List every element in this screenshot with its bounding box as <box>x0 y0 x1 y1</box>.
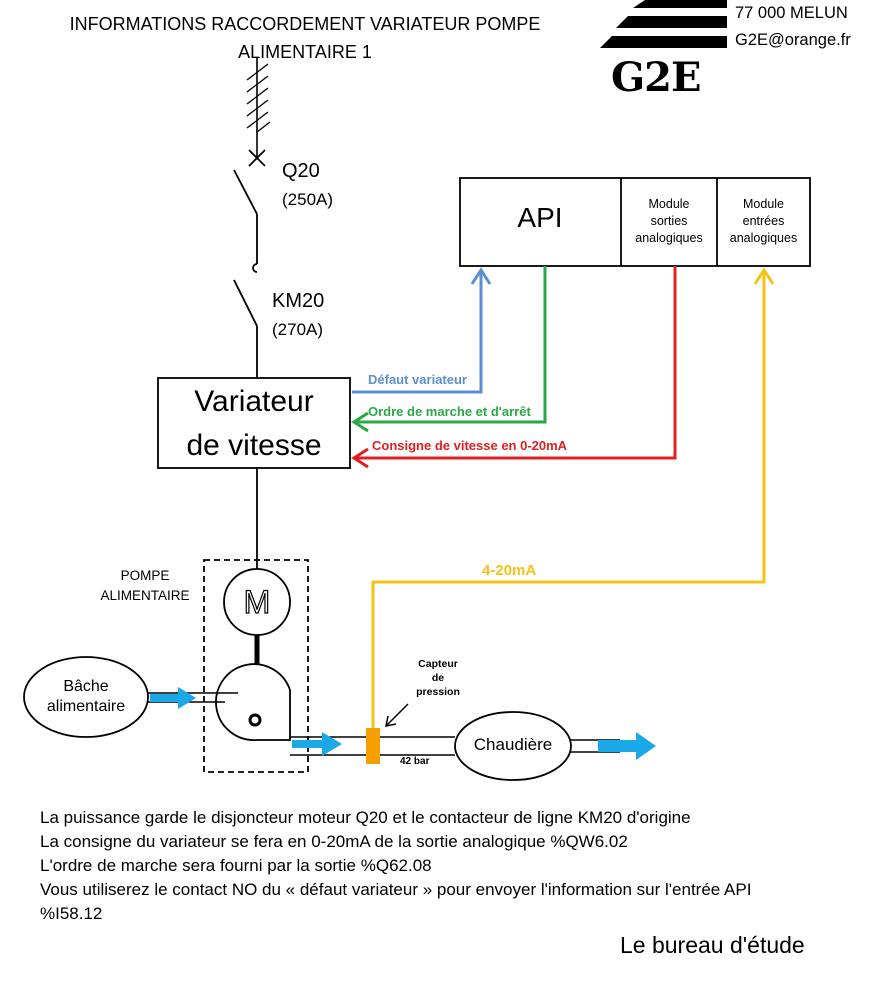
sensor-label: Capteur de pression <box>406 657 470 699</box>
vfd-line-2: de vitesse <box>186 429 322 462</box>
company-email: G2E@orange.fr <box>735 31 851 49</box>
vfd-label: Variateur de vitesse <box>158 380 350 468</box>
pump-label: POMPE ALIMENTAIRE <box>90 566 200 606</box>
q20-breaker-symbol <box>233 149 266 264</box>
signature: Le bureau d'étude <box>620 932 805 958</box>
sensor-signal-label: 4-20mA <box>482 562 537 579</box>
note-line: L'ordre de marche sera fourni par la sor… <box>40 856 432 875</box>
speed-signal-label: Consigne de vitesse en 0-20mA <box>372 438 568 453</box>
boiler-label: Chaudière <box>473 735 553 754</box>
module-out-line: Module <box>648 197 690 211</box>
note-line: %I58.12 <box>40 904 103 923</box>
api-label: API <box>517 202 563 233</box>
pump-label-line: ALIMENTAIRE <box>100 588 190 603</box>
sensor-label-line: pression <box>416 686 460 698</box>
pump-volute <box>215 663 291 741</box>
q20-label: Q20 <box>282 160 320 182</box>
company-address: 77 000 MELUN <box>735 4 848 22</box>
sensor-label-line: de <box>431 672 445 684</box>
sensor-pointer-arrow <box>385 703 409 727</box>
note-line: La puissance garde le disjoncteur moteur… <box>40 808 691 827</box>
km20-label: KM20 <box>272 290 325 312</box>
g2e-logo-icon <box>600 0 727 48</box>
module-in-line: analogiques <box>729 231 798 245</box>
company-contact: 77 000 MELUN G2E@orange.fr <box>735 0 851 54</box>
tank-label-line: Bâche <box>63 678 109 695</box>
boiler-ellipse <box>454 711 572 781</box>
km20-contactor-symbol <box>233 263 258 378</box>
km20-rating: (270A) <box>272 320 324 339</box>
tank-label-line: alimentaire <box>46 698 126 715</box>
sensor-label-line: Capteur <box>418 658 458 670</box>
note-line: Vous utiliserez le contact NO du « défau… <box>40 880 752 899</box>
title-line-2: ALIMENTAIRE 1 <box>238 42 372 62</box>
module-in-line: entrées <box>742 214 785 228</box>
impeller-icon <box>248 713 262 727</box>
module-out-line: sorties <box>650 214 688 228</box>
module-outputs: Module sorties analogiques <box>621 196 717 247</box>
g2e-logo-text: G2E <box>611 54 701 101</box>
run-signal-line <box>351 266 547 433</box>
module-in-line: Module <box>743 197 784 211</box>
pump-label-line: POMPE <box>120 568 170 583</box>
tank-ellipse <box>23 656 149 738</box>
title-line-1: INFORMATIONS RACCORDEMENT VARIATEUR POMP… <box>69 14 541 34</box>
module-inputs: Module entrées analogiques <box>717 196 810 247</box>
three-phase-marks <box>246 63 271 133</box>
fault-signal-line <box>352 267 492 394</box>
vfd-box <box>157 377 351 469</box>
pressure-value: 42 bar <box>400 756 430 767</box>
notes-paragraph: La puissance garde le disjoncteur moteur… <box>40 806 890 926</box>
module-out-line: analogiques <box>635 231 703 245</box>
pressure-sensor-body <box>366 728 380 764</box>
sensor-signal-line <box>371 267 775 728</box>
note-line: La consigne du variateur se fera en 0-20… <box>40 832 628 851</box>
tank-label: Bâche alimentaire <box>24 677 148 717</box>
run-signal-label: Ordre de marche et d'arrêt <box>368 404 531 419</box>
page-title: INFORMATIONS RACCORDEMENT VARIATEUR POMP… <box>40 10 570 66</box>
plc-rack <box>459 177 811 267</box>
q20-rating: (250A) <box>282 190 334 209</box>
motor-label: M <box>243 583 271 620</box>
fault-signal-label: Défaut variateur <box>368 372 467 387</box>
speed-signal-line <box>351 266 677 469</box>
flow-arrows <box>150 687 656 760</box>
vfd-line-1: Variateur <box>194 385 314 418</box>
pump-enclosure <box>203 559 309 773</box>
